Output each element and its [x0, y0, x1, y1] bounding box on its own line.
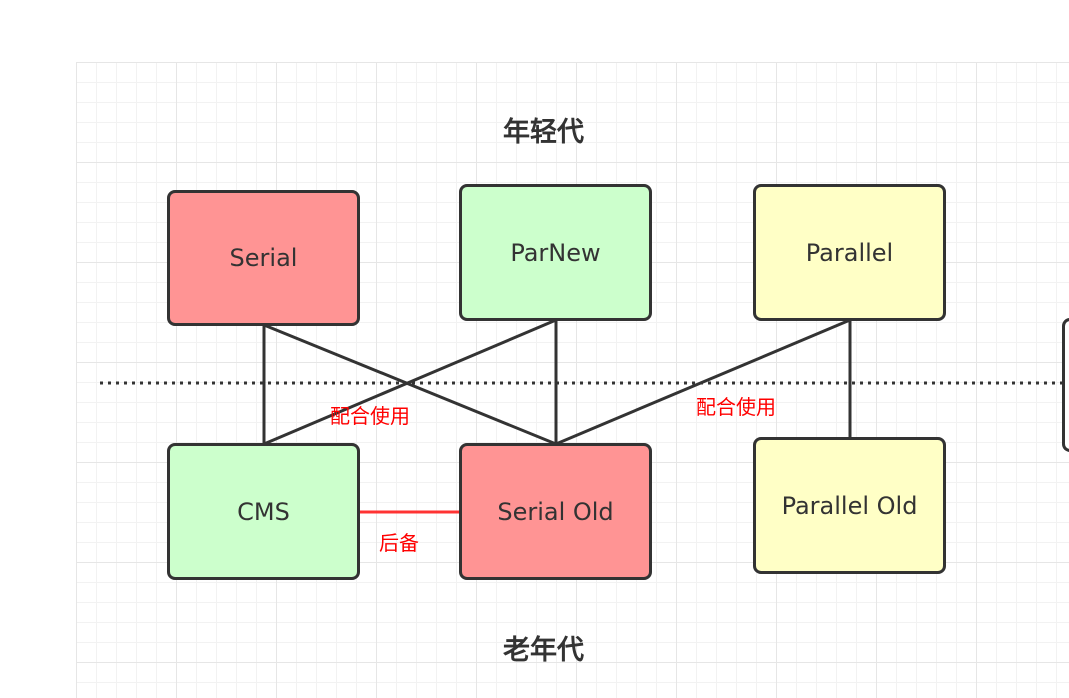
link-parnew-cms [263, 318, 557, 446]
serial-collector-box[interactable]: Serial [167, 190, 360, 326]
young-generation-title: 年轻代 [503, 117, 584, 148]
parallel-collector-box[interactable]: Parallel [753, 184, 946, 321]
offscreen-shape-edge [1062, 318, 1069, 452]
grid-background [76, 62, 1069, 698]
link-serial-serialold [263, 323, 557, 446]
cms-collector-box[interactable]: CMS [167, 443, 360, 580]
old-generation-title: 老年代 [503, 635, 584, 666]
parallel-old-collector-box[interactable]: Parallel Old [753, 437, 946, 574]
serial-old-collector-box[interactable]: Serial Old [459, 443, 652, 580]
combine-annotation-right: 配合使用 [696, 395, 776, 419]
parnew-collector-box[interactable]: ParNew [459, 184, 652, 321]
backup-annotation: 后备 [379, 531, 419, 555]
combine-annotation-left: 配合使用 [330, 404, 410, 428]
link-parallel-serialold [555, 318, 851, 446]
